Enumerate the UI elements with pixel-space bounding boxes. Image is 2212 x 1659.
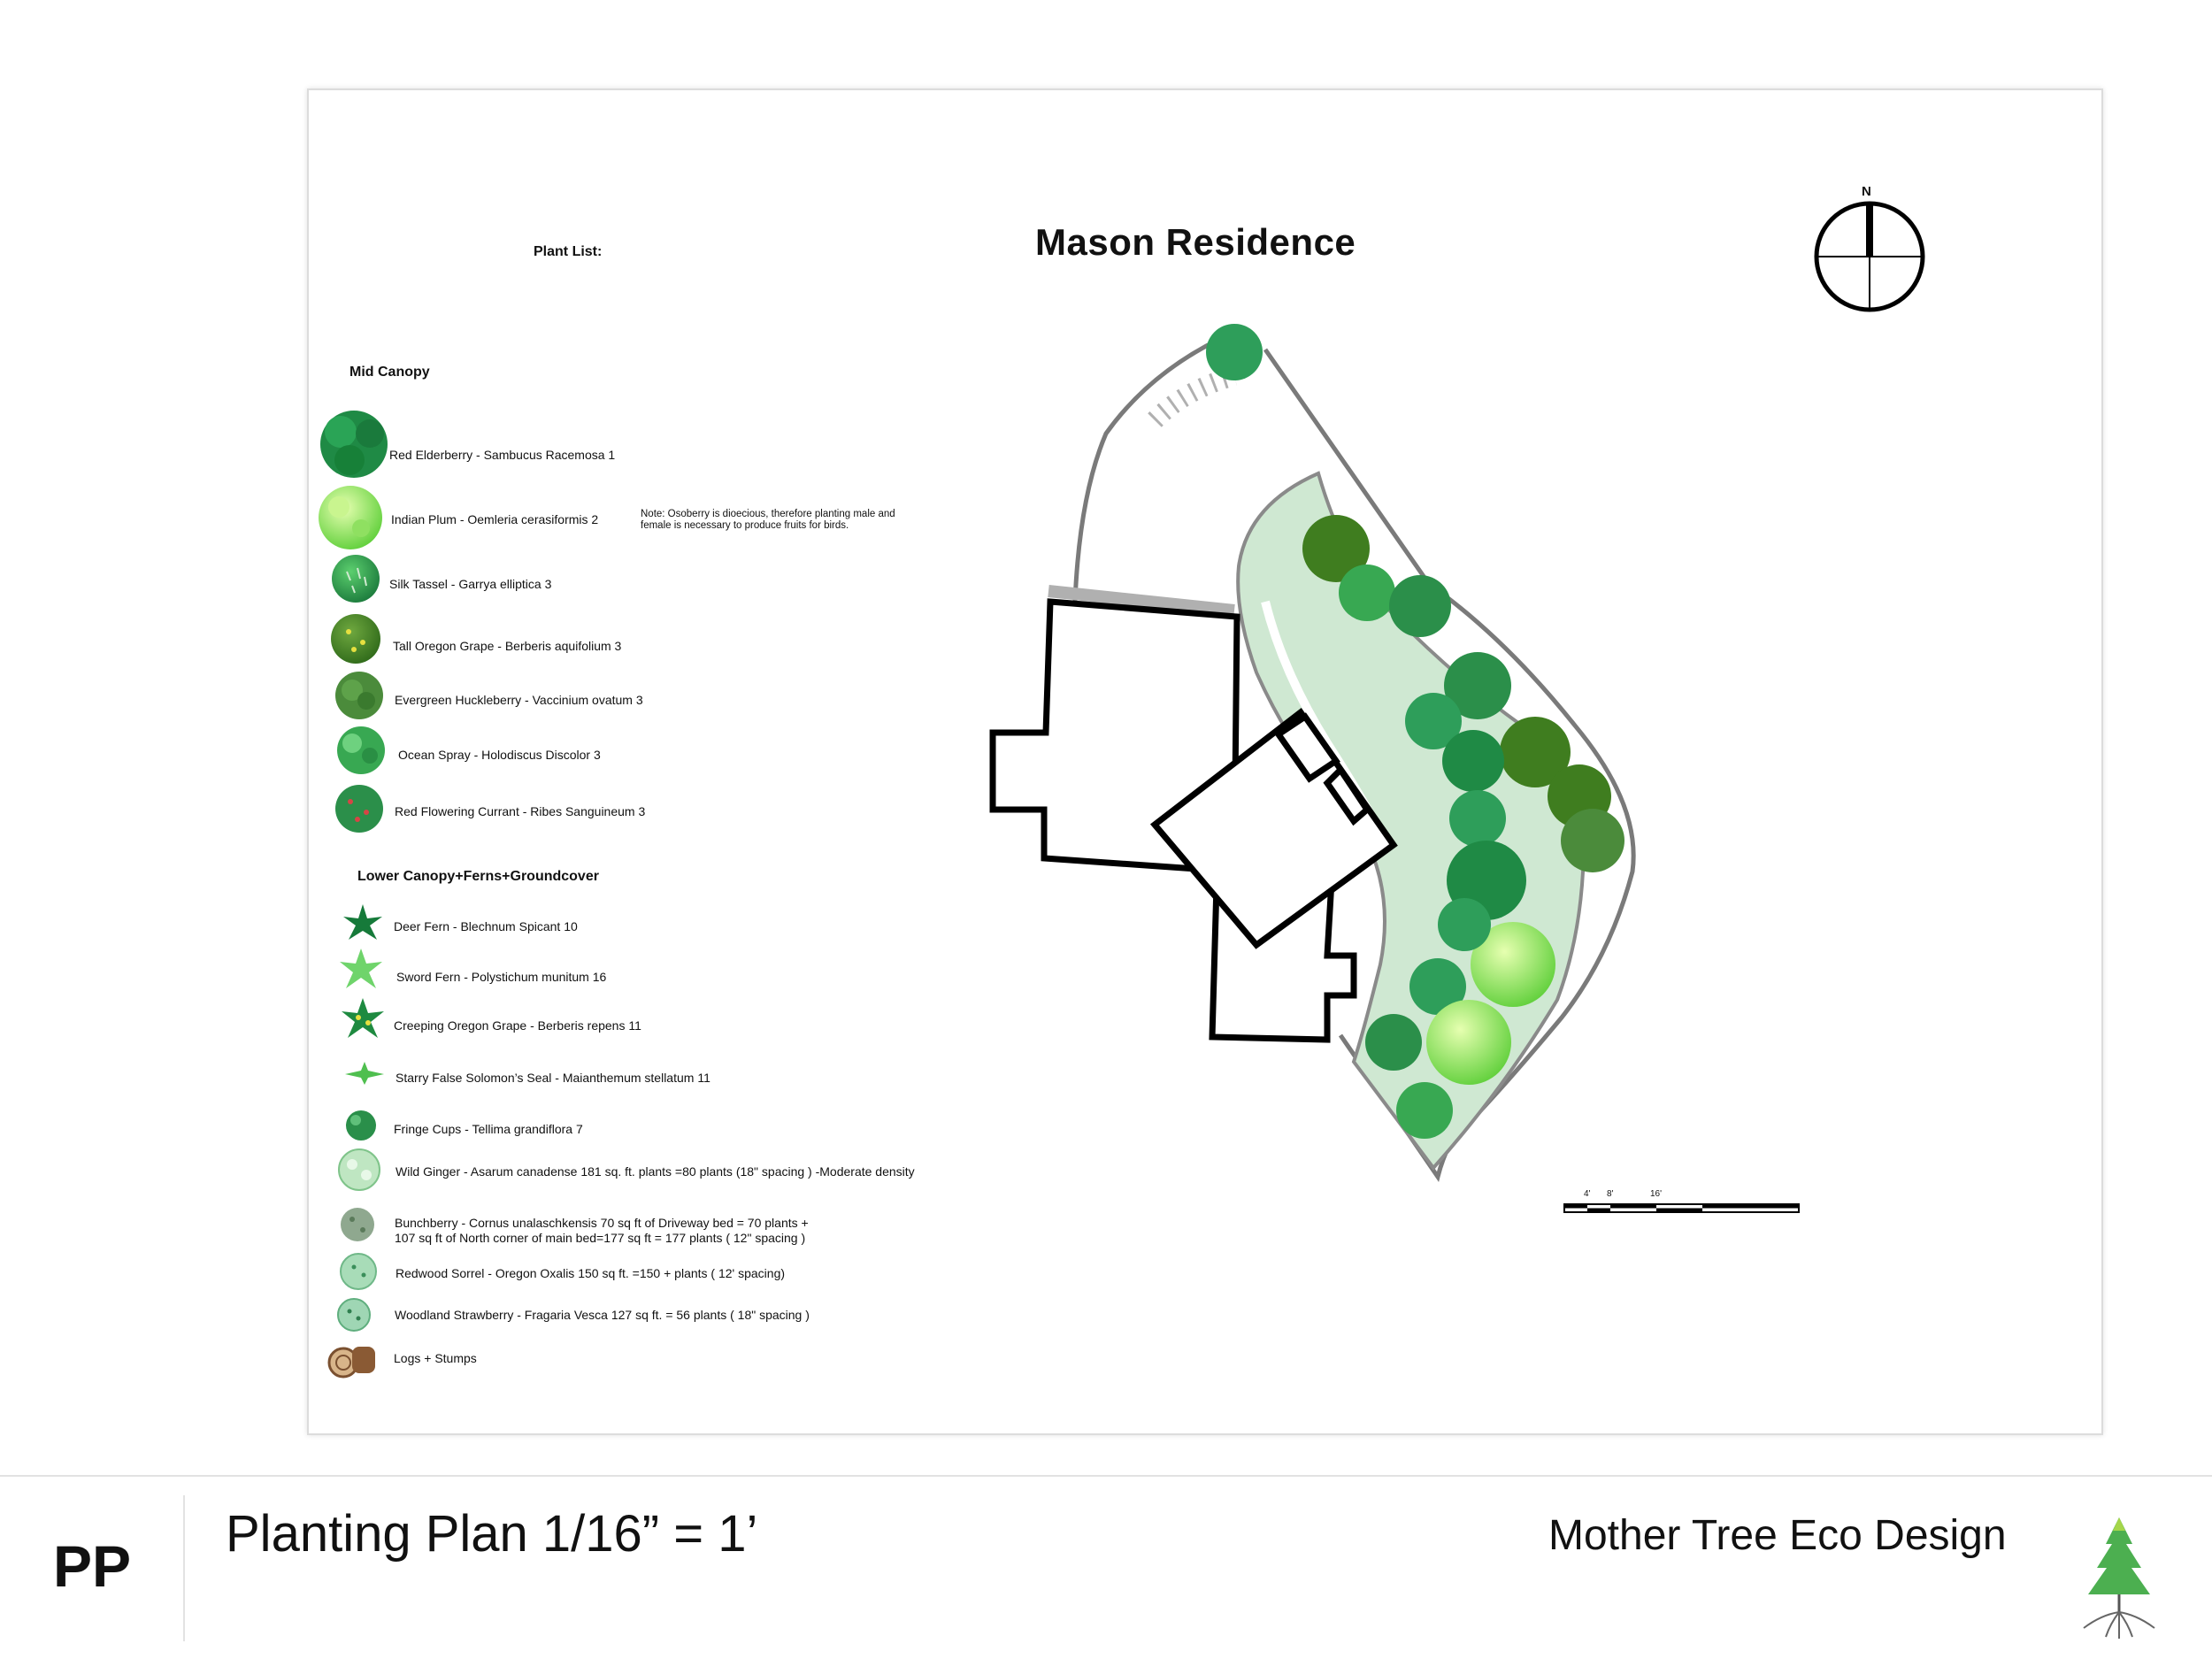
ocean-spray-icon xyxy=(337,726,385,774)
sheet-code: PP xyxy=(53,1533,132,1599)
driveway-edge xyxy=(1048,585,1235,617)
legend-label-bunchberry: Bunchberry - Cornus unalaschkensis 70 sq… xyxy=(395,1216,809,1230)
osoberry-note: Note: Osoberry is dioecious, therefore p… xyxy=(641,509,895,531)
north-label: N xyxy=(1862,184,1871,199)
creeping-oregon-grape-icon xyxy=(342,998,384,1038)
legend-label-ocean-spray: Ocean Spray - Holodiscus Discolor 3 xyxy=(398,748,601,762)
silk-tassel-icon xyxy=(332,555,380,603)
redwood-sorrel-icon xyxy=(340,1253,377,1290)
legend-label-redwood-sorrel: Redwood Sorrel - Oregon Oxalis 150 sq ft… xyxy=(396,1266,786,1280)
red-flowering-currant-icon xyxy=(335,785,383,833)
footer-divider-line xyxy=(0,1475,2212,1477)
legend-label-creeping-oregon-grape: Creeping Oregon Grape - Berberis repens … xyxy=(394,1018,641,1033)
evergreen-huckleberry-icon xyxy=(335,672,383,719)
legend-label-sword-fern: Sword Fern - Polystichum munitum 16 xyxy=(396,970,607,984)
deer-fern-icon xyxy=(343,904,382,940)
legend-label-silk-tassel: Silk Tassel - Garrya elliptica 3 xyxy=(389,577,552,591)
legend-label-tall-oregon-grape: Tall Oregon Grape - Berberis aquifolium … xyxy=(393,639,622,653)
scale-tick-16: 16' xyxy=(1650,1189,1663,1199)
tree-logo-icon xyxy=(2083,1517,2155,1639)
sheet-title: Planting Plan 1/16” = 1’ xyxy=(226,1505,758,1563)
woodland-strawberry-icon xyxy=(337,1298,371,1332)
tall-oregon-grape-icon xyxy=(331,614,380,664)
sword-fern-icon xyxy=(340,949,382,988)
legend-label-wild-ginger: Wild Ginger - Asarum canadense 181 sq. f… xyxy=(396,1164,915,1179)
firm-name: Mother Tree Eco Design xyxy=(1548,1512,2007,1559)
indian-plum-icon xyxy=(319,486,382,549)
plant-list-heading: Plant List: xyxy=(534,244,603,259)
wild-ginger-icon xyxy=(338,1148,380,1191)
legend-label-evergreen-huckleberry: Evergreen Huckleberry - Vaccinium ovatum… xyxy=(395,693,643,707)
footer-vertical-divider xyxy=(183,1495,185,1641)
lower-canopy-heading: Lower Canopy+Ferns+Groundcover xyxy=(357,869,599,884)
bunchberry-icon xyxy=(341,1208,374,1241)
building-footprints xyxy=(989,598,1398,1043)
legend-label-red-flowering-currant: Red Flowering Currant - Ribes Sanguineum… xyxy=(395,804,646,818)
legend-label-deer-fern: Deer Fern - Blechnum Spicant 10 xyxy=(394,919,578,933)
mid-canopy-heading: Mid Canopy xyxy=(349,365,430,380)
legend-label-fringe-cups: Fringe Cups - Tellima grandiflora 7 xyxy=(394,1122,583,1136)
scale-tick-4: 4' xyxy=(1584,1189,1591,1199)
logs-stumps-icon xyxy=(327,1347,375,1379)
legend-label-indian-plum: Indian Plum - Oemleria cerasiformis 2 xyxy=(391,512,599,526)
legend-label-logs-stumps: Logs + Stumps xyxy=(394,1351,477,1365)
page-title: Mason Residence xyxy=(1035,221,1356,263)
scale-tick-8: 8' xyxy=(1607,1189,1614,1199)
legend-label-red-elderberry: Red Elderberry - Sambucus Racemosa 1 xyxy=(389,448,616,462)
starry-false-solomons-seal-icon xyxy=(345,1062,384,1085)
legend-label-starry-false-solomons-seal: Starry False Solomon’s Seal - Maianthemu… xyxy=(396,1071,710,1085)
legend-label-bunchberry-line2: 107 sq ft of North corner of main bed=17… xyxy=(395,1231,806,1245)
red-elderberry-icon xyxy=(320,411,388,478)
fringe-cups-icon xyxy=(346,1110,376,1141)
legend-label-woodland-strawberry: Woodland Strawberry - Fragaria Vesca 127… xyxy=(395,1308,810,1322)
tree-canopies xyxy=(1206,324,1624,1139)
